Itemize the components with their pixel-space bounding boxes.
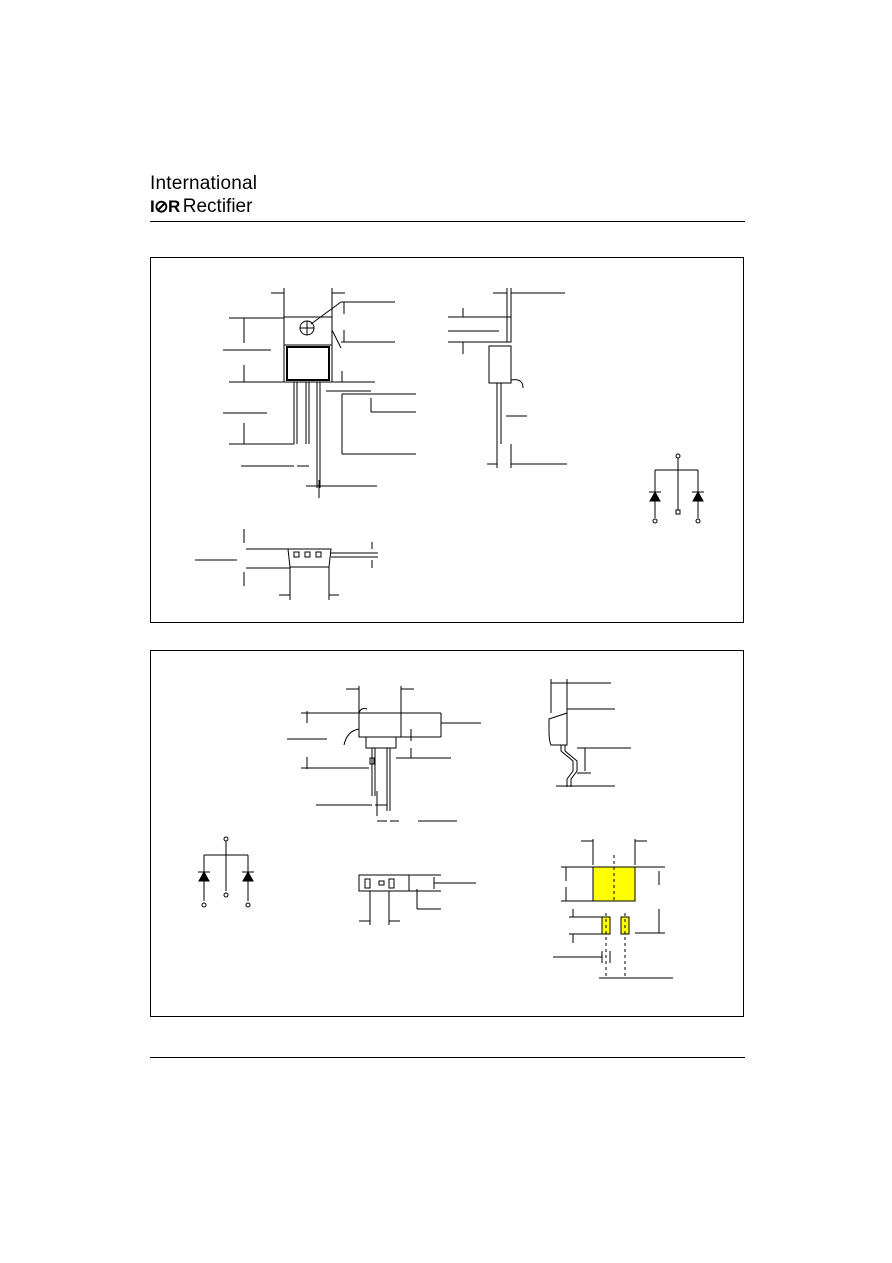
ir-logo-mark: I⊘R xyxy=(150,197,180,216)
company-name-line1: International xyxy=(150,173,258,194)
terminal-icon xyxy=(676,454,680,458)
d2pak-bottom-view xyxy=(359,875,476,925)
company-name-rectifier: Rectifier xyxy=(182,196,253,217)
d2pak-front-view xyxy=(287,686,481,821)
diode-symbol-icon xyxy=(243,872,253,881)
front-view xyxy=(223,288,416,498)
d2pak-drawing xyxy=(151,651,745,1018)
terminal-icon xyxy=(224,837,228,841)
d2pak-side-view xyxy=(549,679,631,787)
d2pak-package-outline-panel xyxy=(150,650,744,1017)
diode-symbol-icon xyxy=(650,492,660,501)
d2pak-footprint xyxy=(553,839,673,978)
bottom-view xyxy=(195,529,378,600)
to220-package-outline-panel xyxy=(150,257,744,623)
header-rule xyxy=(150,221,745,222)
schematic-common-cathode xyxy=(649,454,704,523)
to220-drawing xyxy=(151,258,745,624)
d2pak-schematic xyxy=(198,837,254,907)
diode-symbol-icon xyxy=(199,872,209,881)
footer-rule xyxy=(150,1057,745,1058)
footprint-pad-large xyxy=(593,867,635,901)
diode-symbol-icon xyxy=(693,492,703,501)
side-view xyxy=(448,288,567,468)
